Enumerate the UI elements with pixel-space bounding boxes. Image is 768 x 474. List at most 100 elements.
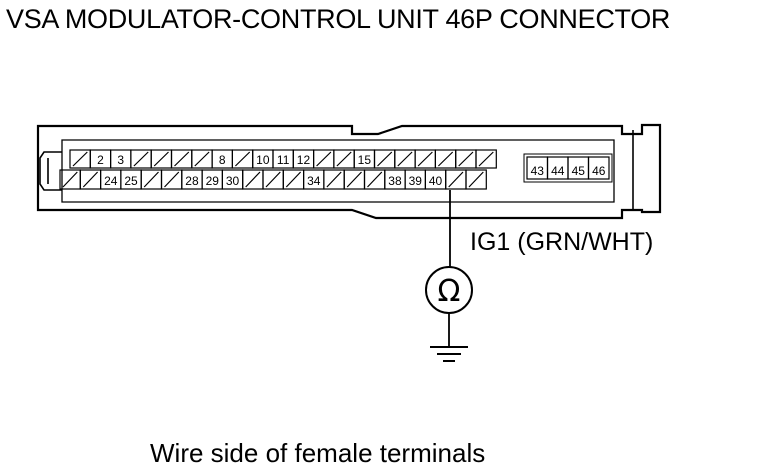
- ground-icon: [430, 346, 468, 362]
- pin-slash: [326, 171, 342, 188]
- pin-number: 28: [185, 174, 199, 188]
- pin-number: 30: [226, 174, 240, 188]
- pin-slash: [62, 171, 78, 188]
- pin-slash: [164, 171, 180, 188]
- pin-slash: [377, 151, 393, 167]
- pin-slash: [153, 151, 169, 167]
- pin-number: 24: [104, 174, 118, 188]
- connector-body: [36, 123, 662, 220]
- pin-slash: [397, 151, 413, 167]
- pin-45: 45: [567, 156, 590, 180]
- pin-25: 25: [120, 169, 142, 190]
- pin-row-2: 24 25 28 29 30 34 38 39 40: [59, 169, 487, 190]
- pin-slash: [143, 171, 159, 188]
- pin-number: 39: [409, 174, 423, 188]
- pin-slash: [245, 171, 261, 188]
- pin-slash: [316, 151, 332, 167]
- pin-number: 25: [124, 174, 138, 188]
- pin-24: 24: [99, 169, 122, 190]
- pin-slash: [265, 171, 281, 188]
- pin-number: 34: [307, 174, 321, 188]
- pin-number: 11: [277, 153, 290, 167]
- pin-43: 43: [526, 156, 549, 180]
- pin-slash: [367, 171, 383, 188]
- pin-empty: [363, 169, 386, 190]
- pin-empty: [282, 169, 305, 190]
- pin-slash: [133, 151, 149, 167]
- pin-empty: [465, 169, 487, 190]
- pin-11: 11: [272, 149, 294, 169]
- pin-empty: [130, 149, 152, 169]
- ohm-symbol: Ω: [438, 274, 461, 309]
- pin-empty: [69, 149, 91, 169]
- wire-label: IG1 (GRN/WHT): [470, 228, 654, 256]
- ohmmeter-icon: Ω: [425, 266, 473, 314]
- pin-number: 38: [388, 174, 402, 188]
- pin-empty: [475, 149, 497, 169]
- pin-number: 44: [551, 164, 565, 178]
- pin-empty: [313, 149, 335, 169]
- pin-number: 15: [358, 153, 372, 167]
- pin-number: 45: [572, 164, 586, 178]
- pin-slash: [468, 171, 484, 188]
- connector-latch: [39, 151, 62, 191]
- pin-number: 12: [297, 153, 311, 167]
- pin-10: 10: [252, 149, 274, 169]
- pin-empty: [79, 169, 102, 190]
- pin-3: 3: [109, 149, 132, 169]
- pin-empty: [191, 149, 213, 169]
- page-title: VSA MODULATOR-CONTROL UNIT 46P CONNECTOR: [6, 4, 671, 34]
- pin-empty: [333, 149, 355, 169]
- pin-8: 8: [211, 149, 234, 169]
- pin-empty: [343, 169, 366, 190]
- pin-empty: [242, 169, 264, 190]
- pin-empty: [434, 149, 457, 169]
- pin-block-43-46: 43 44 45 46: [523, 153, 613, 183]
- pin-empty: [231, 149, 254, 169]
- pin-number: 43: [531, 164, 545, 178]
- pin-30: 30: [221, 169, 244, 190]
- pin-number: 40: [429, 174, 443, 188]
- pin-empty: [323, 169, 345, 190]
- pin-38: 38: [384, 169, 406, 190]
- pin-number: 8: [219, 153, 226, 167]
- pin-34: 34: [303, 169, 325, 190]
- pin-slash: [478, 151, 494, 167]
- pin-slash: [437, 151, 454, 167]
- pin-empty: [445, 169, 467, 190]
- pin-empty: [262, 169, 284, 190]
- pin-slash: [448, 171, 464, 188]
- pin-28: 28: [181, 169, 203, 190]
- pin-number: 10: [256, 153, 270, 167]
- pin-slash: [234, 151, 251, 167]
- connector-inner-outline: [61, 139, 615, 203]
- pin-number: 3: [117, 153, 124, 167]
- pin-slash: [72, 151, 88, 167]
- pin-slash: [346, 171, 362, 188]
- pin-15: 15: [353, 149, 376, 169]
- pin-2: 2: [89, 149, 112, 169]
- pin-slash: [458, 151, 474, 167]
- pin-number: 46: [592, 164, 606, 178]
- pin-slash: [194, 151, 210, 167]
- pin-40: 40: [424, 169, 447, 190]
- pin-empty: [414, 149, 437, 169]
- pin-39: 39: [404, 169, 427, 190]
- pin-empty: [150, 149, 173, 169]
- pin-empty: [373, 149, 396, 169]
- pin-empty: [160, 169, 183, 190]
- pin-empty: [170, 149, 193, 169]
- pin-44: 44: [546, 156, 569, 180]
- pin-slash: [336, 151, 352, 167]
- pin-slash: [417, 151, 433, 167]
- pin-29: 29: [201, 169, 224, 190]
- pin-block-frame: [523, 153, 613, 183]
- pin-empty: [59, 169, 81, 190]
- pin-46: 46: [587, 156, 610, 180]
- pin-empty: [140, 169, 163, 190]
- pin-number: 29: [206, 174, 220, 188]
- pin-empty: [394, 149, 416, 169]
- pin-slash: [82, 171, 99, 188]
